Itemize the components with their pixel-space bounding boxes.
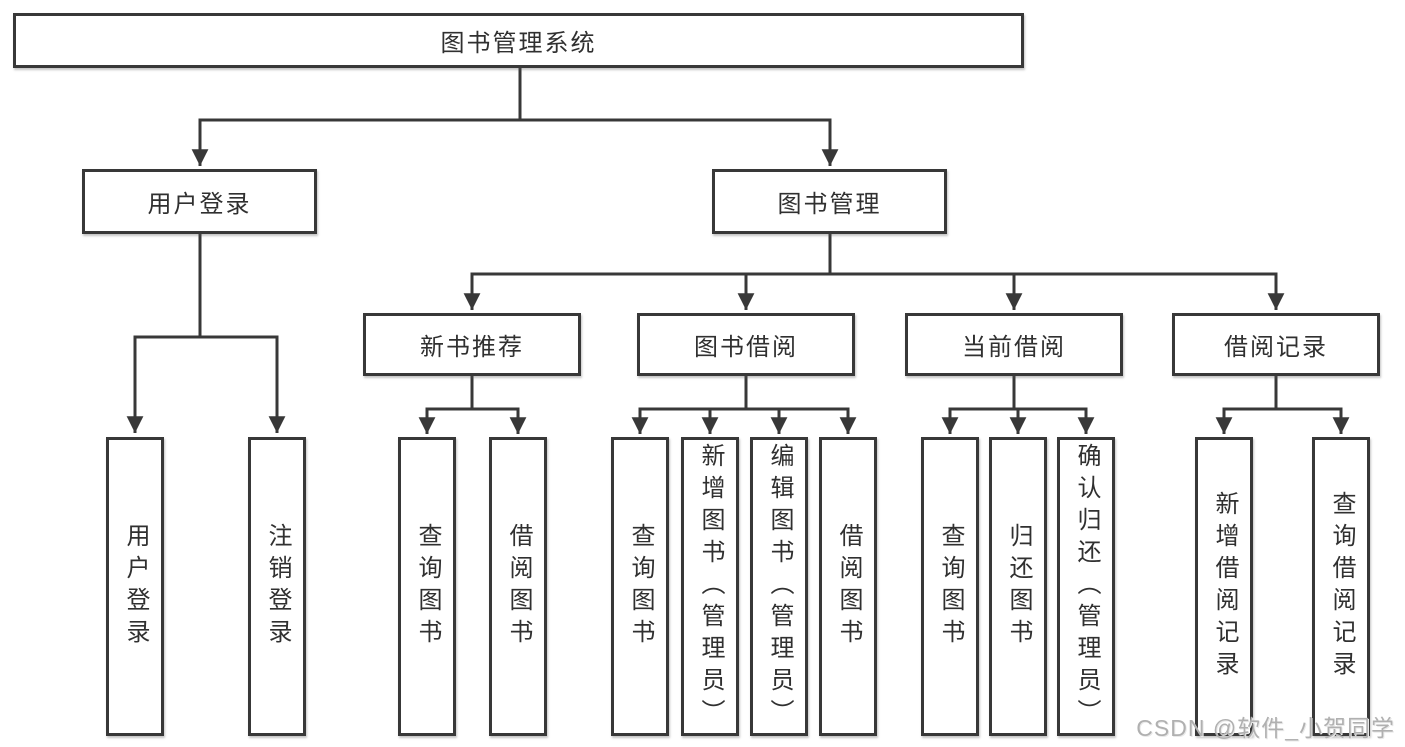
node-leaf-logout: 注销登录 — [248, 437, 306, 736]
node-current-borrow-label: 当前借阅 — [962, 334, 1066, 361]
node-leaf-query-borrow-record-label: 查询借阅记录 — [1328, 490, 1355, 683]
node-leaf-query-books-borrow-label: 查询图书 — [627, 522, 654, 651]
node-leaf-return-books-label: 归还图书 — [1005, 522, 1032, 651]
node-leaf-query-borrow-record: 查询借阅记录 — [1312, 437, 1370, 736]
node-borrow-records-label: 借阅记录 — [1224, 334, 1328, 361]
node-borrow-records: 借阅记录 — [1172, 313, 1380, 376]
node-book-management: 图书管理 — [712, 169, 947, 234]
node-current-borrow: 当前借阅 — [905, 313, 1123, 376]
node-new-book-recommend-label: 新书推荐 — [420, 334, 524, 361]
node-leaf-query-books-borrow: 查询图书 — [611, 437, 669, 736]
node-book-borrow: 图书借阅 — [637, 313, 855, 376]
node-leaf-query-books-current-label: 查询图书 — [937, 522, 964, 651]
node-leaf-borrow-books-recommend: 借阅图书 — [489, 437, 547, 736]
node-library-system: 图书管理系统 — [13, 13, 1024, 68]
node-leaf-user-login-label: 用户登录 — [122, 522, 149, 651]
node-leaf-add-books-admin: 新增图书（管理员） — [681, 437, 739, 736]
node-leaf-add-books-admin-label: 新增图书（管理员） — [697, 442, 724, 731]
node-book-management-label: 图书管理 — [777, 191, 882, 218]
csdn-watermark: CSDN @软件_小贺同学 — [1136, 715, 1395, 741]
node-user-login: 用户登录 — [82, 169, 317, 234]
node-leaf-logout-label: 注销登录 — [264, 522, 291, 651]
node-library-system-label: 图书管理系统 — [440, 30, 597, 57]
node-leaf-borrow-books-borrow-label: 借阅图书 — [835, 522, 862, 651]
node-leaf-edit-books-admin-label: 编辑图书（管理员） — [766, 442, 793, 731]
node-leaf-add-borrow-record-label: 新增借阅记录 — [1211, 490, 1238, 683]
node-leaf-query-books-recommend: 查询图书 — [398, 437, 456, 736]
node-leaf-borrow-books-recommend-label: 借阅图书 — [505, 522, 532, 651]
node-user-login-label: 用户登录 — [147, 191, 252, 218]
node-leaf-query-books-current: 查询图书 — [921, 437, 979, 736]
node-book-borrow-label: 图书借阅 — [694, 334, 798, 361]
node-new-book-recommend: 新书推荐 — [363, 313, 581, 376]
node-leaf-confirm-return-admin: 确认归还（管理员） — [1057, 437, 1115, 736]
node-leaf-confirm-return-admin-label: 确认归还（管理员） — [1073, 442, 1100, 731]
node-leaf-return-books: 归还图书 — [989, 437, 1047, 736]
node-leaf-user-login: 用户登录 — [106, 437, 164, 736]
node-leaf-add-borrow-record: 新增借阅记录 — [1195, 437, 1253, 736]
node-leaf-borrow-books-borrow: 借阅图书 — [819, 437, 877, 736]
node-leaf-edit-books-admin: 编辑图书（管理员） — [750, 437, 808, 736]
node-leaf-query-books-recommend-label: 查询图书 — [414, 522, 441, 651]
